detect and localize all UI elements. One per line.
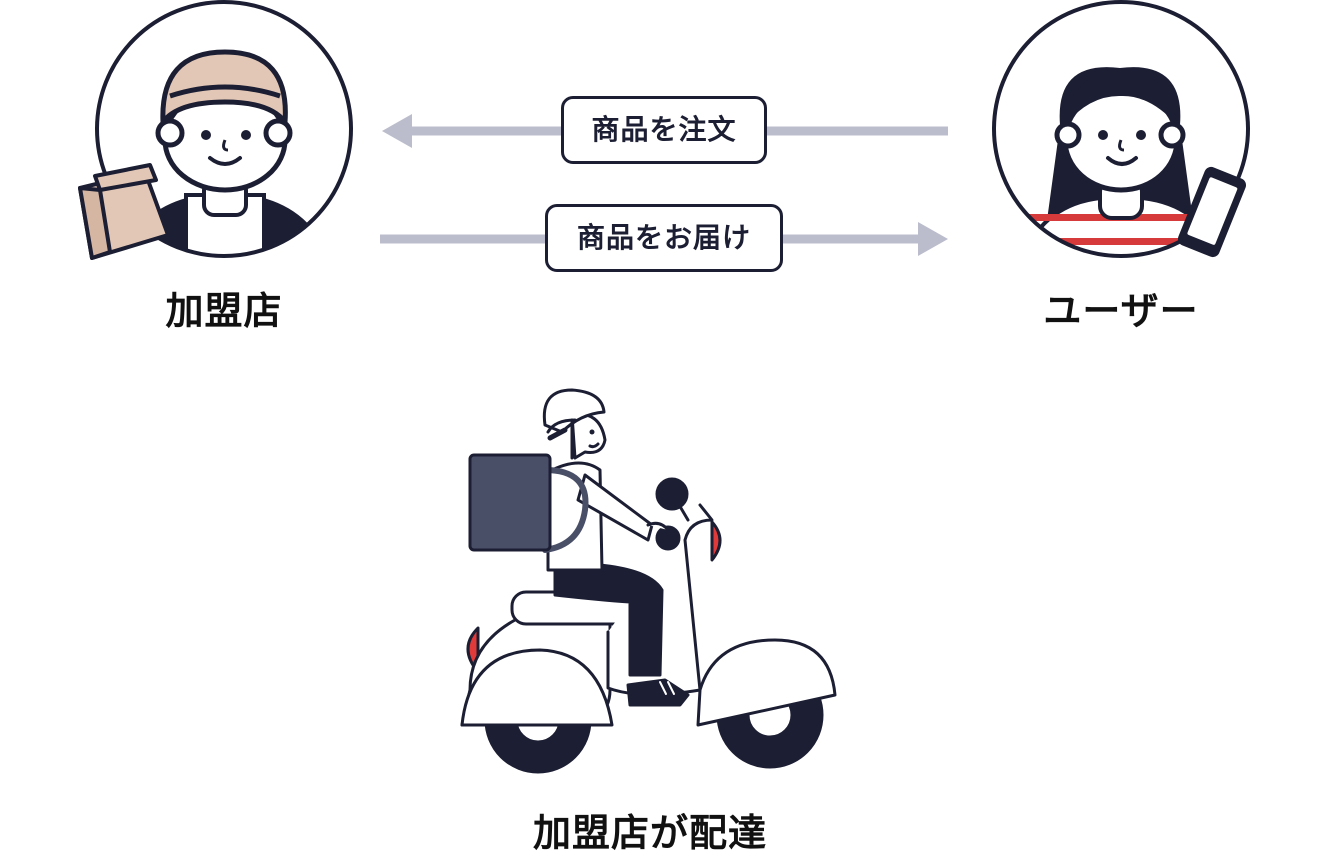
store-label: 加盟店 — [165, 289, 283, 333]
scooter-rider-illustration — [460, 388, 837, 774]
paper-bag-icon — [78, 163, 170, 260]
order-flow-label: 商品を注文 — [561, 96, 767, 164]
store-avatar — [78, 0, 353, 260]
user-avatar — [992, 0, 1250, 258]
delivery-caption: 加盟店が配達 — [532, 811, 767, 855]
deliver-flow-label: 商品をお届け — [545, 204, 783, 272]
user-label: ユーザー — [1043, 289, 1199, 333]
smartphone-icon — [1177, 166, 1247, 258]
